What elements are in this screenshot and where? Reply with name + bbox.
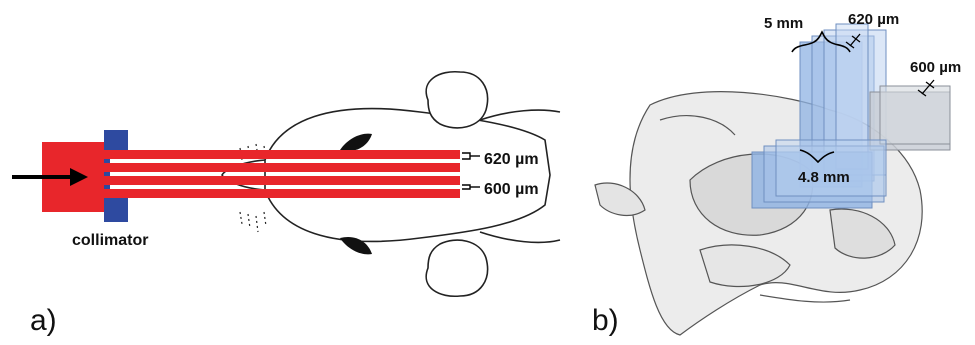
microbeam	[104, 176, 460, 185]
field-width-bracket	[791, 30, 851, 53]
horizontal-beam-block	[751, 139, 887, 209]
incoming-beam-arrow	[12, 168, 88, 186]
microbeam	[104, 150, 460, 159]
beam-gap-label: 600 µm	[484, 181, 539, 198]
eye-bottom	[340, 236, 372, 255]
beam-width-label-b: 620 µm	[848, 11, 899, 28]
panel-a-letter: a)	[30, 304, 57, 337]
ear-top	[425, 70, 489, 129]
panel-a: 620 µm 600 µm collimator a)	[12, 70, 561, 337]
ear-bottom	[425, 239, 489, 298]
beam-width-label: 620 µm	[484, 151, 539, 168]
eye-top	[340, 133, 372, 152]
collimator-slits	[110, 159, 128, 189]
field-height-label: 4.8 mm	[798, 169, 850, 186]
panel-b-letter: b)	[592, 304, 619, 337]
beam-width-bracket	[462, 152, 480, 160]
microbeam	[104, 189, 460, 198]
field-width-label: 5 mm	[764, 15, 803, 32]
microbeams	[104, 150, 460, 198]
panel-b: 5 mm 620 µm 600 µm 4.8 mm b)	[592, 11, 961, 337]
rat-head-outline	[221, 107, 561, 244]
field-height-bracket	[799, 149, 835, 164]
microbeam	[104, 163, 460, 172]
beam-width-indicator	[845, 33, 861, 49]
beam-spacing-indicator	[917, 79, 935, 97]
beam-spacing-label: 600 µm	[910, 59, 961, 76]
beam-gap-bracket	[462, 184, 480, 190]
collimator-label: collimator	[72, 232, 148, 249]
